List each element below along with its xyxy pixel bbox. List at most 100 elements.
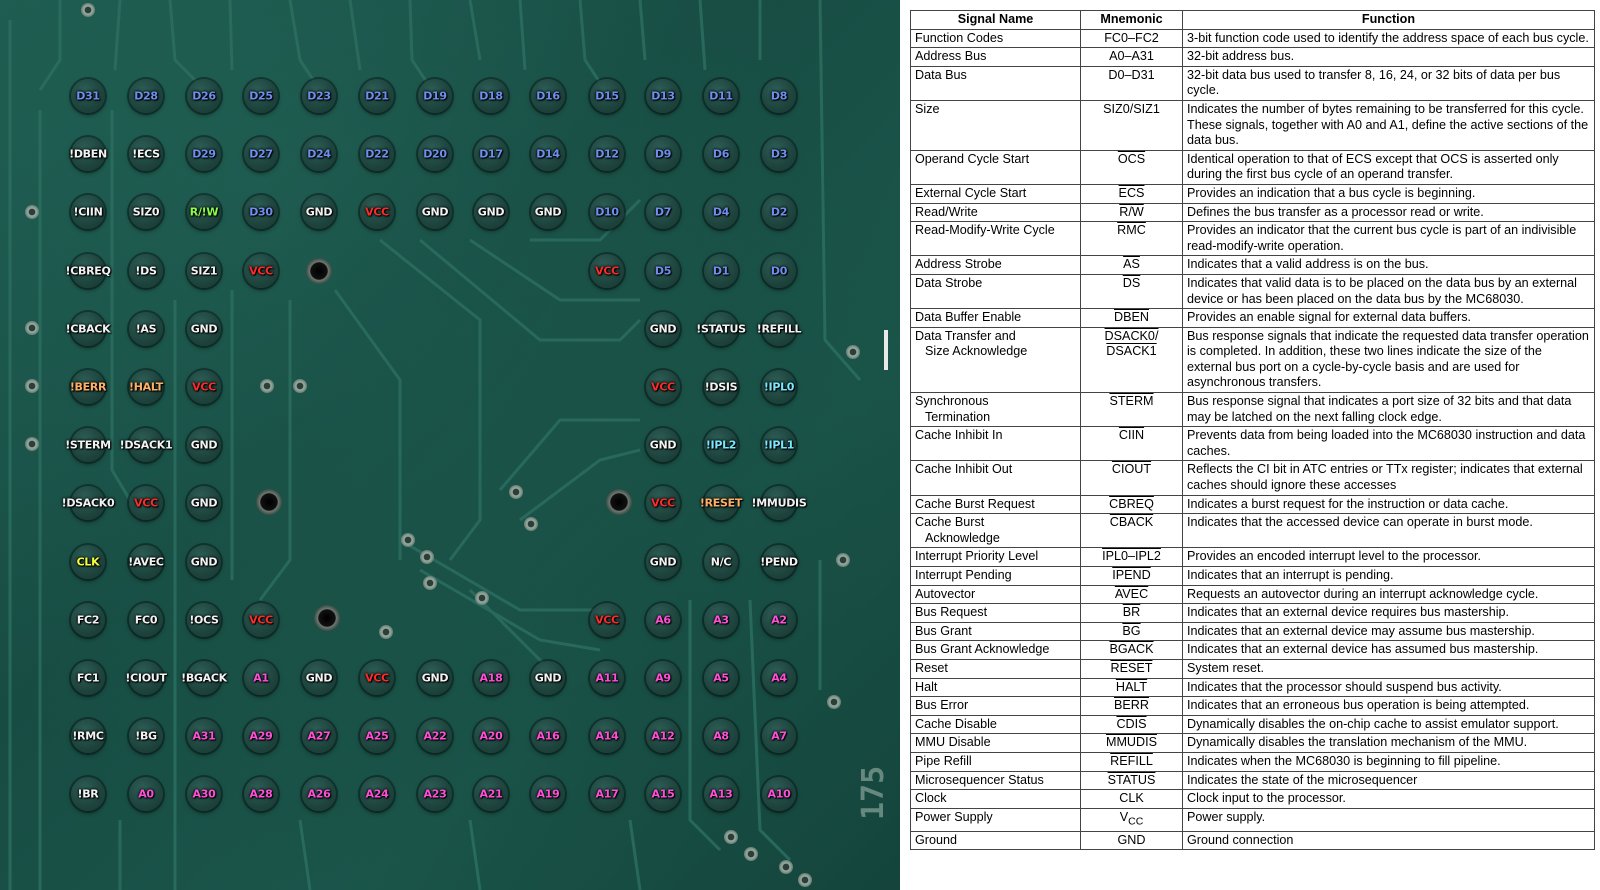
function-cell: Indicates that an external device may as…: [1182, 621, 1595, 642]
pin-label: D29: [192, 147, 216, 161]
signal-table-container: Signal Name Mnemonic Function Function C…: [910, 10, 1595, 851]
pin-label: A1: [253, 671, 269, 685]
via: [423, 576, 437, 590]
column-header-function: Function: [1182, 10, 1595, 30]
function-cell: Indicates that a valid address is on the…: [1182, 255, 1595, 275]
mnemonic-continued: DSACK1: [1106, 344, 1157, 359]
signal-name-cell: Power Supply: [910, 807, 1081, 832]
pin-label: A21: [479, 787, 503, 801]
pin-pad: [71, 428, 105, 462]
pin-label: D16: [536, 89, 560, 103]
pin-pad: [646, 312, 680, 346]
pin-label: A25: [365, 729, 389, 743]
pin-pad: [704, 254, 738, 288]
pin-pad: [302, 195, 336, 229]
pin-pad: [474, 195, 508, 229]
pin-pad: [129, 79, 163, 113]
pin-pad: [531, 661, 565, 695]
signal-name-cell: Interrupt Priority Level: [910, 547, 1081, 567]
pin-label: !IPL0: [763, 380, 795, 394]
pin-pad: [129, 545, 163, 579]
scrollbar-handle[interactable]: [884, 330, 888, 370]
pin-label: A18: [479, 671, 503, 685]
mnemonic: ECS: [1118, 185, 1145, 200]
pin-pad: [474, 719, 508, 753]
pin-pad: [187, 79, 221, 113]
via: [836, 553, 850, 567]
mnemonic: FC0–FC2: [1104, 30, 1159, 45]
pin-label: VCC: [192, 380, 216, 394]
pin-pad: [762, 719, 796, 753]
mnemonic: CIOUT: [1111, 462, 1152, 477]
pin-label: A29: [249, 729, 273, 743]
mnemonic: D0–D31: [1108, 67, 1155, 82]
pin-pad: [244, 254, 278, 288]
pin-label: A24: [365, 787, 389, 801]
pin-pad: [129, 777, 163, 811]
pin-label: SIZ1: [190, 264, 218, 278]
via: [475, 591, 489, 605]
pin-pad: [71, 312, 105, 346]
mnemonic-cell: SIZ0/SIZ1: [1080, 99, 1183, 151]
signal-name-cell: Data Bus: [910, 65, 1081, 101]
mnemonic: RMC: [1117, 223, 1146, 238]
pin-label: VCC: [595, 264, 619, 278]
pin-label: GND: [649, 322, 677, 336]
pin-pad: [646, 137, 680, 171]
mnemonic-cell: BR: [1080, 603, 1183, 623]
pin-label: GND: [421, 671, 449, 685]
function-cell: Indicates a burst request for the instru…: [1182, 494, 1595, 515]
pin-pad: [646, 545, 680, 579]
mnemonic-cell: IPEND: [1080, 566, 1183, 586]
pin-label: A10: [767, 787, 791, 801]
pin-label: !ECS: [132, 147, 160, 161]
pin-label: GND: [190, 496, 218, 510]
pin-pad: [646, 486, 680, 520]
signal-name-cell: Bus Request: [910, 603, 1081, 623]
mnemonic: SIZ0/SIZ1: [1103, 101, 1160, 116]
mnemonic-cell: STERM: [1080, 392, 1183, 428]
function-cell: Bus response signals that indicate the r…: [1182, 326, 1595, 394]
signal-name: Interrupt Pending: [915, 568, 1012, 582]
pin-pad: [71, 195, 105, 229]
mnemonic: IPEND: [1112, 568, 1151, 582]
signal-name: Data Transfer and: [915, 328, 1016, 343]
pin-pad: [474, 79, 508, 113]
signal-name: Bus Grant Acknowledge: [915, 642, 1050, 657]
pin-pad: [71, 370, 105, 404]
mnemonic: OCS: [1117, 151, 1146, 166]
pin-pad: [418, 661, 452, 695]
pin-pad: [762, 777, 796, 811]
pin-label: D8: [770, 89, 788, 103]
signal-name-cell: Data Buffer Enable: [910, 308, 1081, 328]
mnemonic-cell: CDIS: [1080, 714, 1183, 735]
signal-name: Cache Inhibit Out: [915, 462, 1013, 477]
pin-pad: [590, 195, 624, 229]
pin-label: VCC: [365, 205, 389, 219]
pin-pad: [302, 79, 336, 113]
via: [798, 873, 812, 887]
pin-pad: [590, 603, 624, 637]
pin-label: D15: [595, 89, 619, 103]
pin-label: A27: [307, 729, 331, 743]
pin-pad: [71, 486, 105, 520]
mnemonic-cell: GND: [1080, 830, 1183, 851]
pin-label: !DBEN: [69, 147, 107, 161]
mnemonic-cell: A0–A31: [1080, 47, 1183, 67]
pin-pad: [129, 195, 163, 229]
pin-pad: [129, 312, 163, 346]
column-header-mnemonic: Mnemonic: [1080, 10, 1183, 30]
via: [509, 485, 523, 499]
function-cell: Indicates when the MC68030 is beginning …: [1182, 751, 1595, 772]
pin-label: GND: [649, 438, 677, 452]
function-cell: Indicates that the accessed device can o…: [1182, 513, 1595, 549]
pin-pad: [71, 79, 105, 113]
